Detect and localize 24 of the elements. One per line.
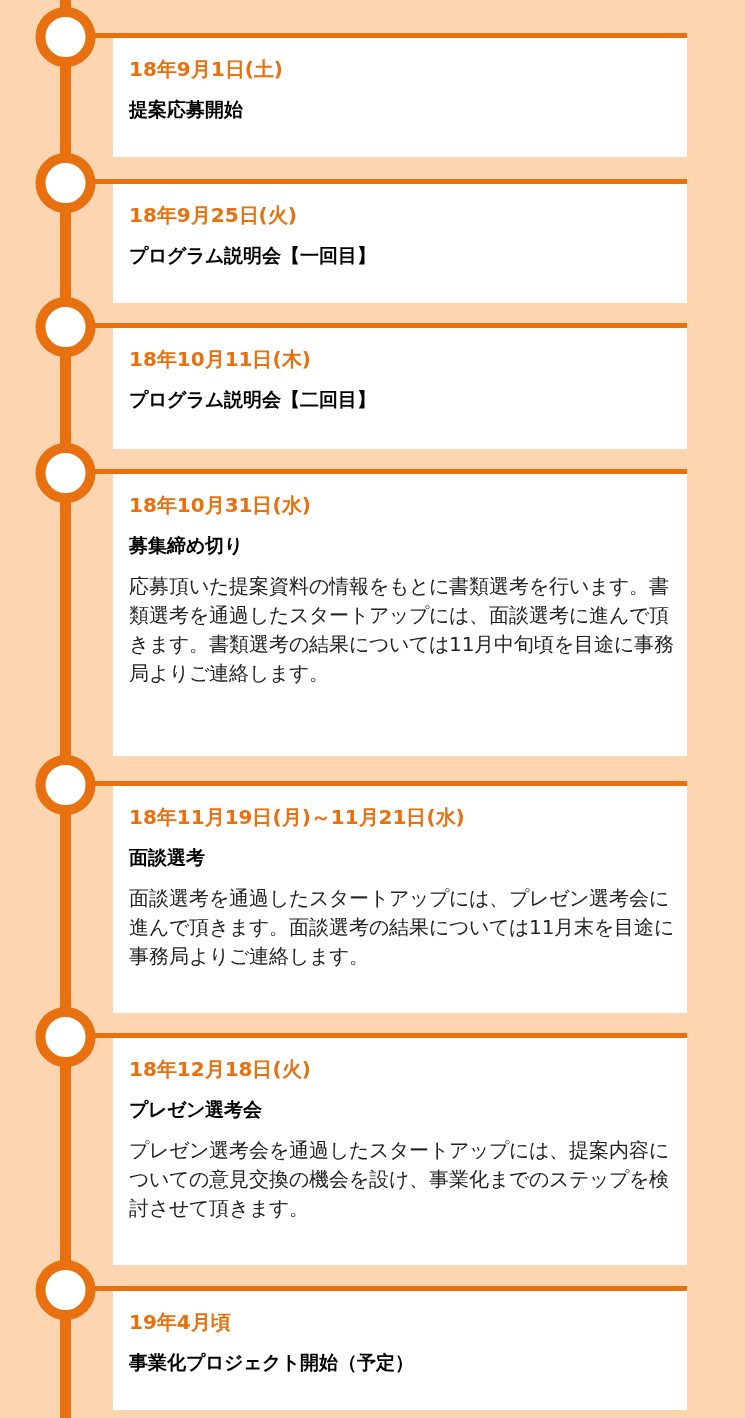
heading: 事業化プロジェクト開始（予定） [129, 1350, 415, 1375]
date-text: 18年9月25日(火) [129, 202, 298, 228]
description: プレゼン選考会を通過したスタートアップには、提案内容についての意見交換の機会を設け、事業化までのステップを検討させて頂きます。 [129, 1137, 670, 1222]
date-text: 18年12月18日(火) [129, 1056, 312, 1082]
heading: プログラム説明会【二回目】 [129, 387, 377, 412]
heading: 提案応募開始 [129, 97, 244, 122]
date-text: 18年10月11日(木) [129, 346, 312, 372]
description: 応募頂いた提案資料の情報をもとに書類選考を行います。書類選考を通過したスタートアップには、面談選考に進んで頂きます。書類選考の結果については11月中旬頃を目途に事務局よりご連絡します。 [129, 573, 675, 687]
date-text: 18年9月1日(土) [129, 56, 284, 82]
heading: 面談選考 [129, 845, 206, 870]
timeline-card [113, 474, 687, 756]
date-text: 19年4月頃 [129, 1309, 232, 1335]
date-text: 18年11月19日(月)～11月21日(水) [129, 804, 466, 830]
timeline-card [113, 38, 687, 157]
heading: プレゼン選考会 [129, 1097, 263, 1122]
timeline-card [113, 1038, 687, 1265]
date-text: 18年10月31日(水) [129, 492, 312, 518]
timeline-card [113, 1291, 687, 1410]
timeline-card [113, 328, 687, 449]
heading: プログラム説明会【一回目】 [129, 243, 377, 268]
description: 面談選考を通過したスタートアップには、プレゼン選考会に進んで頂きます。面談選考の結果については11月末を目途に事務局よりご連絡します。 [129, 885, 675, 970]
timeline-card [113, 786, 687, 1013]
timeline-card [113, 184, 687, 303]
heading: 募集締め切り [129, 533, 244, 558]
